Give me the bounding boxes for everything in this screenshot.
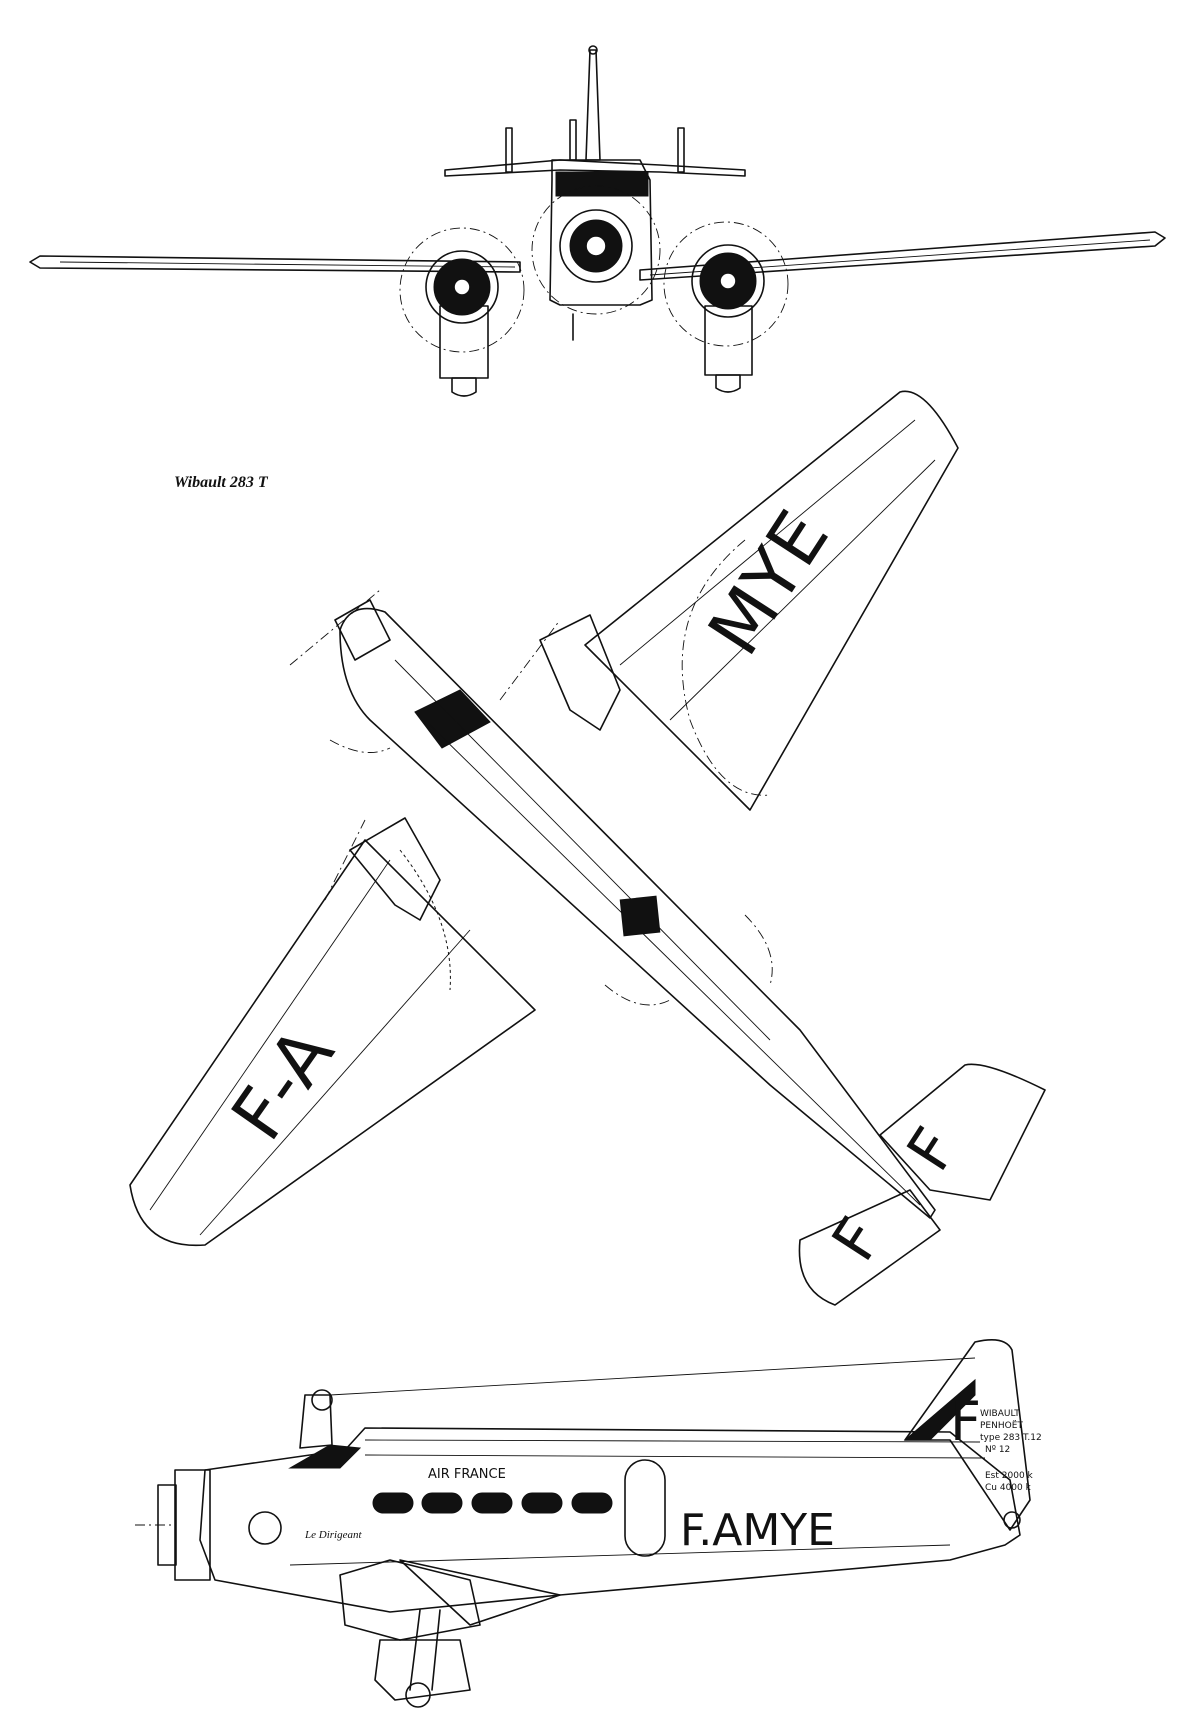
plan-lower-tailplane: [798, 1189, 941, 1306]
side-fuselage: [199, 1427, 1021, 1613]
plan-lower-nacelle: [349, 817, 441, 921]
fin-marking: F: [950, 1390, 981, 1453]
cabin-window: [521, 1492, 563, 1514]
weight-inscription-1: Est 2000 k: [985, 1471, 1034, 1481]
tail-marking-lower: F: [819, 1206, 897, 1273]
airline-name: AIR FRANCE: [428, 1467, 506, 1482]
side-wing-root: [399, 1559, 561, 1626]
front-right-wing: [639, 231, 1166, 281]
cabin-window: [471, 1492, 513, 1514]
fin-inscription-1: WIBAULT: [980, 1409, 1020, 1419]
side-nacelle: [339, 1559, 481, 1641]
drawing-title: Wibault 283 T: [174, 474, 268, 491]
plan-lower-wing: [129, 839, 536, 1247]
airline-emblem-icon: [248, 1511, 282, 1545]
tail-marking-upper: F: [894, 1116, 972, 1183]
plan-upper-wing: [584, 390, 959, 811]
fin-inscription-2: PENHOËT: [980, 1420, 1023, 1431]
front-tailplane: [444, 159, 746, 177]
weight-inscription-2: Cu 4000 k: [985, 1483, 1032, 1493]
nose-script: Le Dirigeant: [304, 1529, 362, 1541]
cabin-window: [372, 1492, 414, 1514]
main-wheel: [405, 1682, 431, 1708]
cabin-window: [421, 1492, 463, 1514]
cabin-door: [624, 1459, 666, 1557]
side-fin: [904, 1339, 1031, 1531]
center-engine: [559, 209, 633, 283]
plan-view: MYE F-A F F: [129, 390, 1046, 1306]
front-fuselage: [549, 159, 653, 306]
right-engine: [691, 244, 765, 318]
plan-upper-nacelle: [539, 614, 621, 731]
side-view: F WIBAULT PENHOËT type 283 T.12 Nº 12 Es…: [135, 1339, 1042, 1708]
wing-registration-lower: F-A: [215, 1012, 350, 1154]
front-fin: [585, 49, 601, 161]
fin-inscription-4: Nº 12: [985, 1445, 1010, 1455]
side-cockpit: [288, 1444, 362, 1469]
fin-inscription-3: type 283 T.12: [980, 1433, 1042, 1443]
plan-nose-engine: [334, 599, 391, 661]
front-view: [29, 45, 1166, 397]
side-nose-engine: [174, 1469, 211, 1581]
left-engine: [425, 250, 499, 324]
plan-upper-tailplane: [879, 1063, 1046, 1201]
cabin-window: [571, 1492, 613, 1514]
fuselage-registration: F.AMYE: [680, 1505, 835, 1556]
wing-registration-upper: MYE: [692, 496, 845, 669]
